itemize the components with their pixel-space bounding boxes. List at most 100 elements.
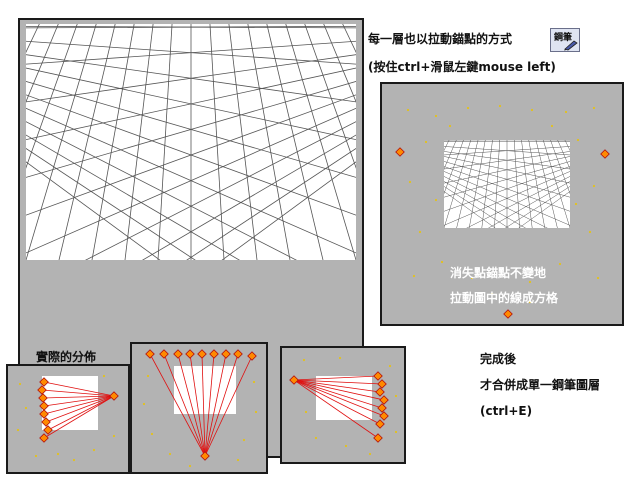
guide-ray (177, 353, 206, 457)
guide-anchor[interactable] (37, 385, 47, 395)
guide-dot (344, 444, 348, 448)
grid-line-vertical (535, 140, 558, 228)
guide-ray (43, 381, 115, 397)
guide-anchor[interactable] (233, 349, 243, 359)
guide-ray (43, 395, 115, 439)
guide-dot (34, 454, 38, 458)
guide-anchor[interactable] (209, 349, 219, 359)
grid-line-vertical (550, 140, 570, 195)
pen-tool-button[interactable]: 鋼筆 (550, 28, 580, 52)
guide-ray (204, 355, 253, 457)
grid-line-right-fan (26, 67, 356, 141)
distribution-label: 實際的分佈 (36, 350, 97, 364)
anchor-point-right[interactable] (600, 149, 610, 159)
guide-anchor[interactable] (38, 393, 48, 403)
guide-ray (293, 379, 385, 417)
guide-ray (293, 379, 383, 409)
guide-dot (394, 430, 398, 434)
guide-ray (201, 353, 206, 457)
guide-anchor[interactable] (145, 349, 155, 359)
guide-dot (188, 464, 192, 468)
guide-anchor[interactable] (221, 349, 231, 359)
guide-dot (314, 436, 318, 440)
guide-anchor[interactable] (39, 377, 49, 387)
guide-anchor[interactable] (41, 417, 51, 427)
thumbnail-center-guides (142, 349, 258, 468)
guide-anchor[interactable] (173, 349, 183, 359)
guide-dot (434, 114, 438, 118)
grid-line-left-fan (26, 107, 356, 254)
grid-line-vertical (494, 140, 501, 228)
guide-anchor[interactable] (39, 401, 49, 411)
drag-title-text: 每一層也以拉動錨點的方式 (368, 32, 513, 46)
guide-anchor[interactable] (39, 409, 49, 419)
guide-anchor[interactable] (379, 395, 389, 405)
grid-line-left-fan (444, 166, 570, 212)
guide-dot (558, 262, 562, 266)
guide-ray (47, 395, 115, 431)
guide-dot (528, 280, 532, 284)
guide-dot (150, 432, 154, 436)
guide-anchor[interactable] (185, 349, 195, 359)
grid-line-vertical (266, 24, 324, 260)
grid-line-right-fan (26, 107, 356, 254)
main-perspective-grid[interactable] (26, 24, 356, 260)
drag-hint-text: (按住ctrl+滑鼠左鍵mouse left) (368, 60, 556, 74)
guide-anchor[interactable] (373, 433, 383, 443)
guide-anchor[interactable] (375, 387, 385, 397)
grid-line-left-fan (444, 181, 526, 228)
grid-line-right-fan (142, 134, 356, 260)
grid-line-right-fan (26, 40, 356, 65)
vanishing-anchor[interactable] (109, 391, 119, 401)
vanishing-anchor[interactable] (200, 451, 210, 461)
grid-line-right-fan (488, 181, 570, 228)
guide-dot (56, 452, 60, 456)
guide-anchor[interactable] (43, 425, 53, 435)
guide-dot (112, 434, 116, 438)
grid-line-vertical (26, 24, 59, 103)
guide-dot (72, 458, 76, 462)
guide-dot (142, 402, 146, 406)
guide-ray (293, 379, 379, 439)
guide-dot (470, 276, 474, 280)
guide-dot (236, 458, 240, 462)
anchor-point-bottom[interactable] (503, 309, 513, 319)
guide-dot (490, 292, 494, 296)
small-perspective-grid[interactable] (444, 140, 570, 228)
guide-dot (304, 410, 308, 414)
guide-anchor[interactable] (39, 433, 49, 443)
guide-dot (92, 448, 96, 452)
grid-line-vertical (513, 140, 520, 228)
pen-icon (564, 40, 578, 51)
guide-anchor[interactable] (373, 371, 383, 381)
vanishing-anchor[interactable] (289, 375, 299, 385)
guide-dot (18, 382, 22, 386)
guide-anchor[interactable] (197, 349, 207, 359)
done-text-3: (ctrl+E) (480, 404, 533, 418)
grid-line-left-fan (444, 176, 548, 228)
anchor-dots-overlay[interactable] (380, 82, 624, 326)
guide-dot (576, 138, 580, 142)
grid-line-left-fan (444, 156, 570, 184)
guide-dot (498, 104, 502, 108)
guide-dot (242, 438, 246, 442)
guide-anchor[interactable] (377, 403, 387, 413)
guide-anchor[interactable] (377, 379, 387, 389)
anchor-keep-text-1: 消失點錨點不變地 (450, 266, 547, 280)
grid-line-vertical (209, 24, 225, 260)
thumbnail-center-grid-area (174, 366, 236, 414)
grid-line-left-fan (26, 161, 161, 260)
guide-ray (204, 353, 239, 457)
anchor-point-left[interactable] (395, 147, 405, 157)
guide-anchor[interactable] (379, 411, 389, 421)
guide-anchor[interactable] (247, 351, 257, 361)
guide-anchor[interactable] (159, 349, 169, 359)
thumbnail-left-guides (16, 374, 119, 462)
done-text-2: 才合併成單一鋼筆圖層 (480, 378, 601, 392)
grid-line-vertical (456, 140, 479, 228)
grid-line-vertical (58, 24, 116, 260)
grid-line-left-fan (26, 121, 297, 260)
grid-line-left-fan (26, 134, 240, 260)
guide-anchor[interactable] (375, 419, 385, 429)
guide-dot (596, 276, 600, 280)
